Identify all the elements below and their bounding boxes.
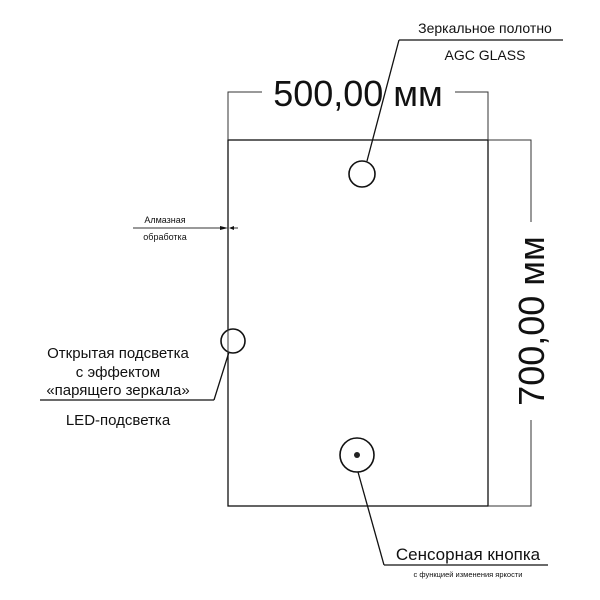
backlight-subtitle: LED-подсветка <box>66 412 171 429</box>
backlight-marker <box>220 328 246 354</box>
mirror-title: Зеркальное полотно <box>418 20 552 36</box>
sensor-callout: Сенсорная кнопка с функцией изменения яр… <box>339 437 548 579</box>
mirror-subtitle: AGC GLASS <box>445 47 526 63</box>
backlight-line1: Открытая подсветка <box>47 345 189 362</box>
edge-line2: обработка <box>143 232 186 242</box>
edge-line1: Алмазная <box>144 215 185 225</box>
mirror-marker <box>348 160 376 188</box>
sensor-subtitle: с функцией изменения яркости <box>414 570 523 579</box>
sensor-button-dot-icon <box>354 452 360 458</box>
backlight-line3: «парящего зеркала» <box>46 382 189 399</box>
mirror-outline <box>227 139 489 507</box>
height-label: 700,00 мм <box>511 236 552 406</box>
height-dimension: 700,00 мм <box>488 139 552 507</box>
backlight-callout: Открытая подсветка с эффектом «парящего … <box>40 328 246 429</box>
backlight-line2: с эффектом <box>76 364 160 381</box>
edge-callout: Алмазная обработка <box>133 215 238 242</box>
width-label: 500,00 мм <box>273 73 443 114</box>
width-dimension: 500,00 мм <box>227 73 489 140</box>
sensor-title: Сенсорная кнопка <box>396 545 541 564</box>
mirror-callout: Зеркальное полотно AGC GLASS <box>348 20 563 188</box>
